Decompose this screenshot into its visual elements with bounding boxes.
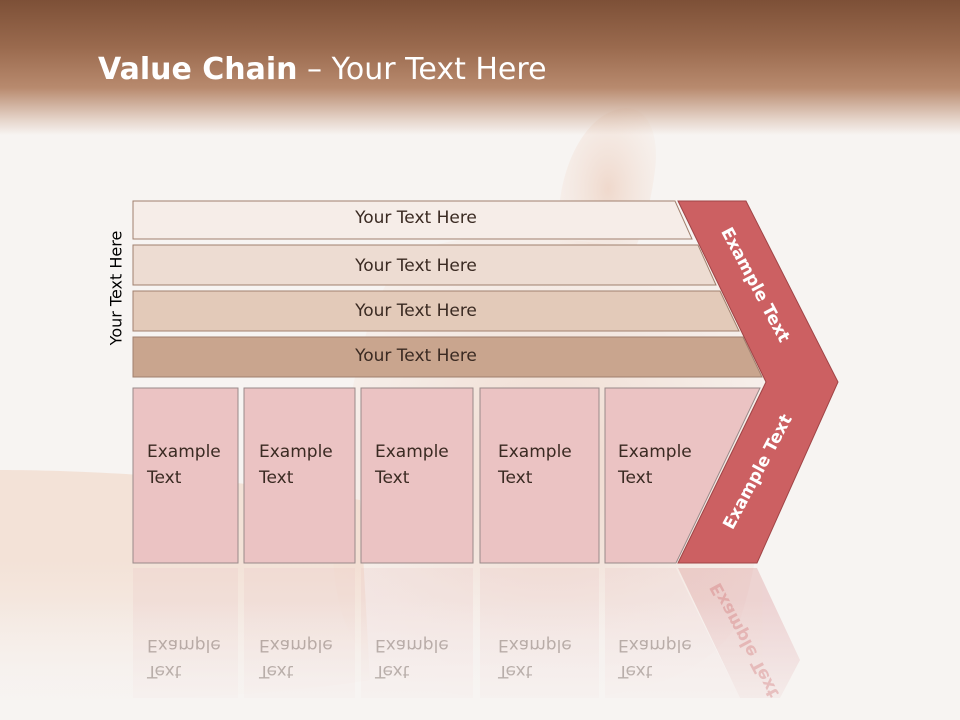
margin-chevron-shape	[677, 200, 839, 564]
primary-cell-3-line2: Text	[375, 468, 410, 488]
support-row-3-label: Your Text Here	[355, 301, 477, 321]
primary-cell-3-shape	[360, 387, 474, 564]
title-rest-part: – Your Text Here	[297, 52, 547, 87]
support-row-1-shape	[132, 200, 693, 240]
primary-cell-2-line2: Text	[259, 468, 294, 488]
primary-cell-1-line1: Example	[147, 442, 221, 462]
primary-cell-5-shape	[604, 387, 761, 564]
primary-cell-4-line1: Example	[498, 442, 572, 462]
primary-cell-4-line2: Text	[498, 468, 533, 488]
primary-cell-5-line2: Text	[618, 468, 653, 488]
primary-cell-1-line2: Text	[147, 468, 182, 488]
support-row-2-label: Your Text Here	[355, 256, 477, 276]
primary-cell-1-shape	[132, 387, 239, 564]
title-bar	[0, 0, 960, 135]
support-row-4-shape	[132, 336, 763, 378]
support-row-4-label: Your Text Here	[355, 346, 477, 366]
support-row-2-shape	[132, 244, 717, 286]
primary-cell-4-shape	[479, 387, 600, 564]
primary-cell-3-line1: Example	[375, 442, 449, 462]
title-bold-part: Value Chain	[98, 52, 298, 87]
primary-cell-5-line1: Example	[618, 442, 692, 462]
primary-cell-2-line1: Example	[259, 442, 333, 462]
support-row-1-label: Your Text Here	[355, 208, 477, 228]
primary-cell-2-shape	[243, 387, 356, 564]
slide-title: Value Chain – Your Text Here	[98, 52, 547, 87]
support-row-3-shape	[132, 290, 740, 332]
